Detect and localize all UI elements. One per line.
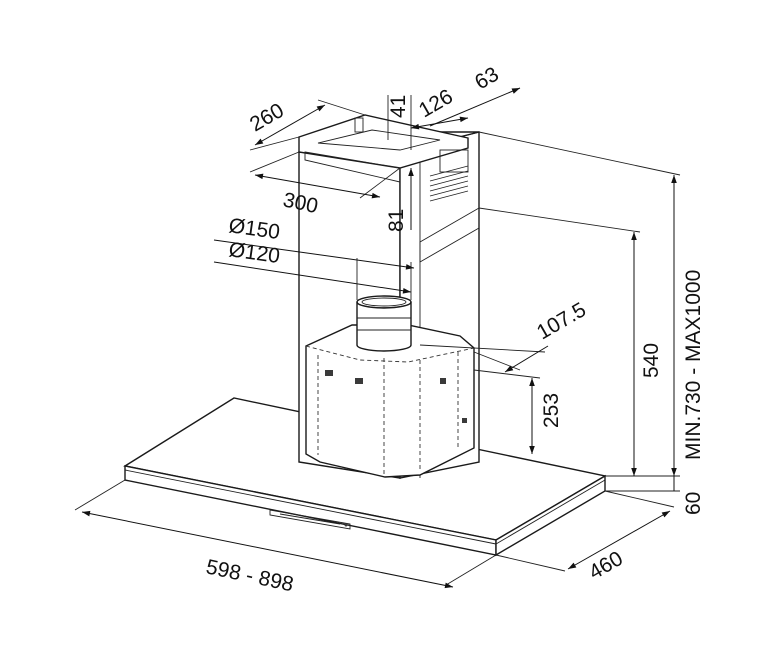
label-duct-height: 540 (640, 343, 663, 378)
label-motor-height: 253 (540, 393, 563, 428)
label-canopy-height: 60 (682, 492, 705, 515)
label-offset-126: 126 (415, 85, 457, 122)
label-depth: 460 (585, 547, 627, 584)
label-offset-41: 41 (387, 95, 410, 118)
motor-housing (305, 295, 475, 478)
vent-slots (429, 165, 469, 202)
label-bracket-height: 81 (385, 209, 408, 232)
label-bracket-depth: 260 (246, 99, 288, 136)
label-chimney-height: MIN.730 - MAX1000 (682, 270, 705, 460)
label-width: 598 - 898 (204, 555, 296, 596)
label-outlet-offset: 107.5 (533, 298, 590, 344)
dimension-lines (74, 87, 681, 589)
outlet-collar (356, 295, 412, 352)
label-offset-63: 63 (471, 63, 503, 95)
